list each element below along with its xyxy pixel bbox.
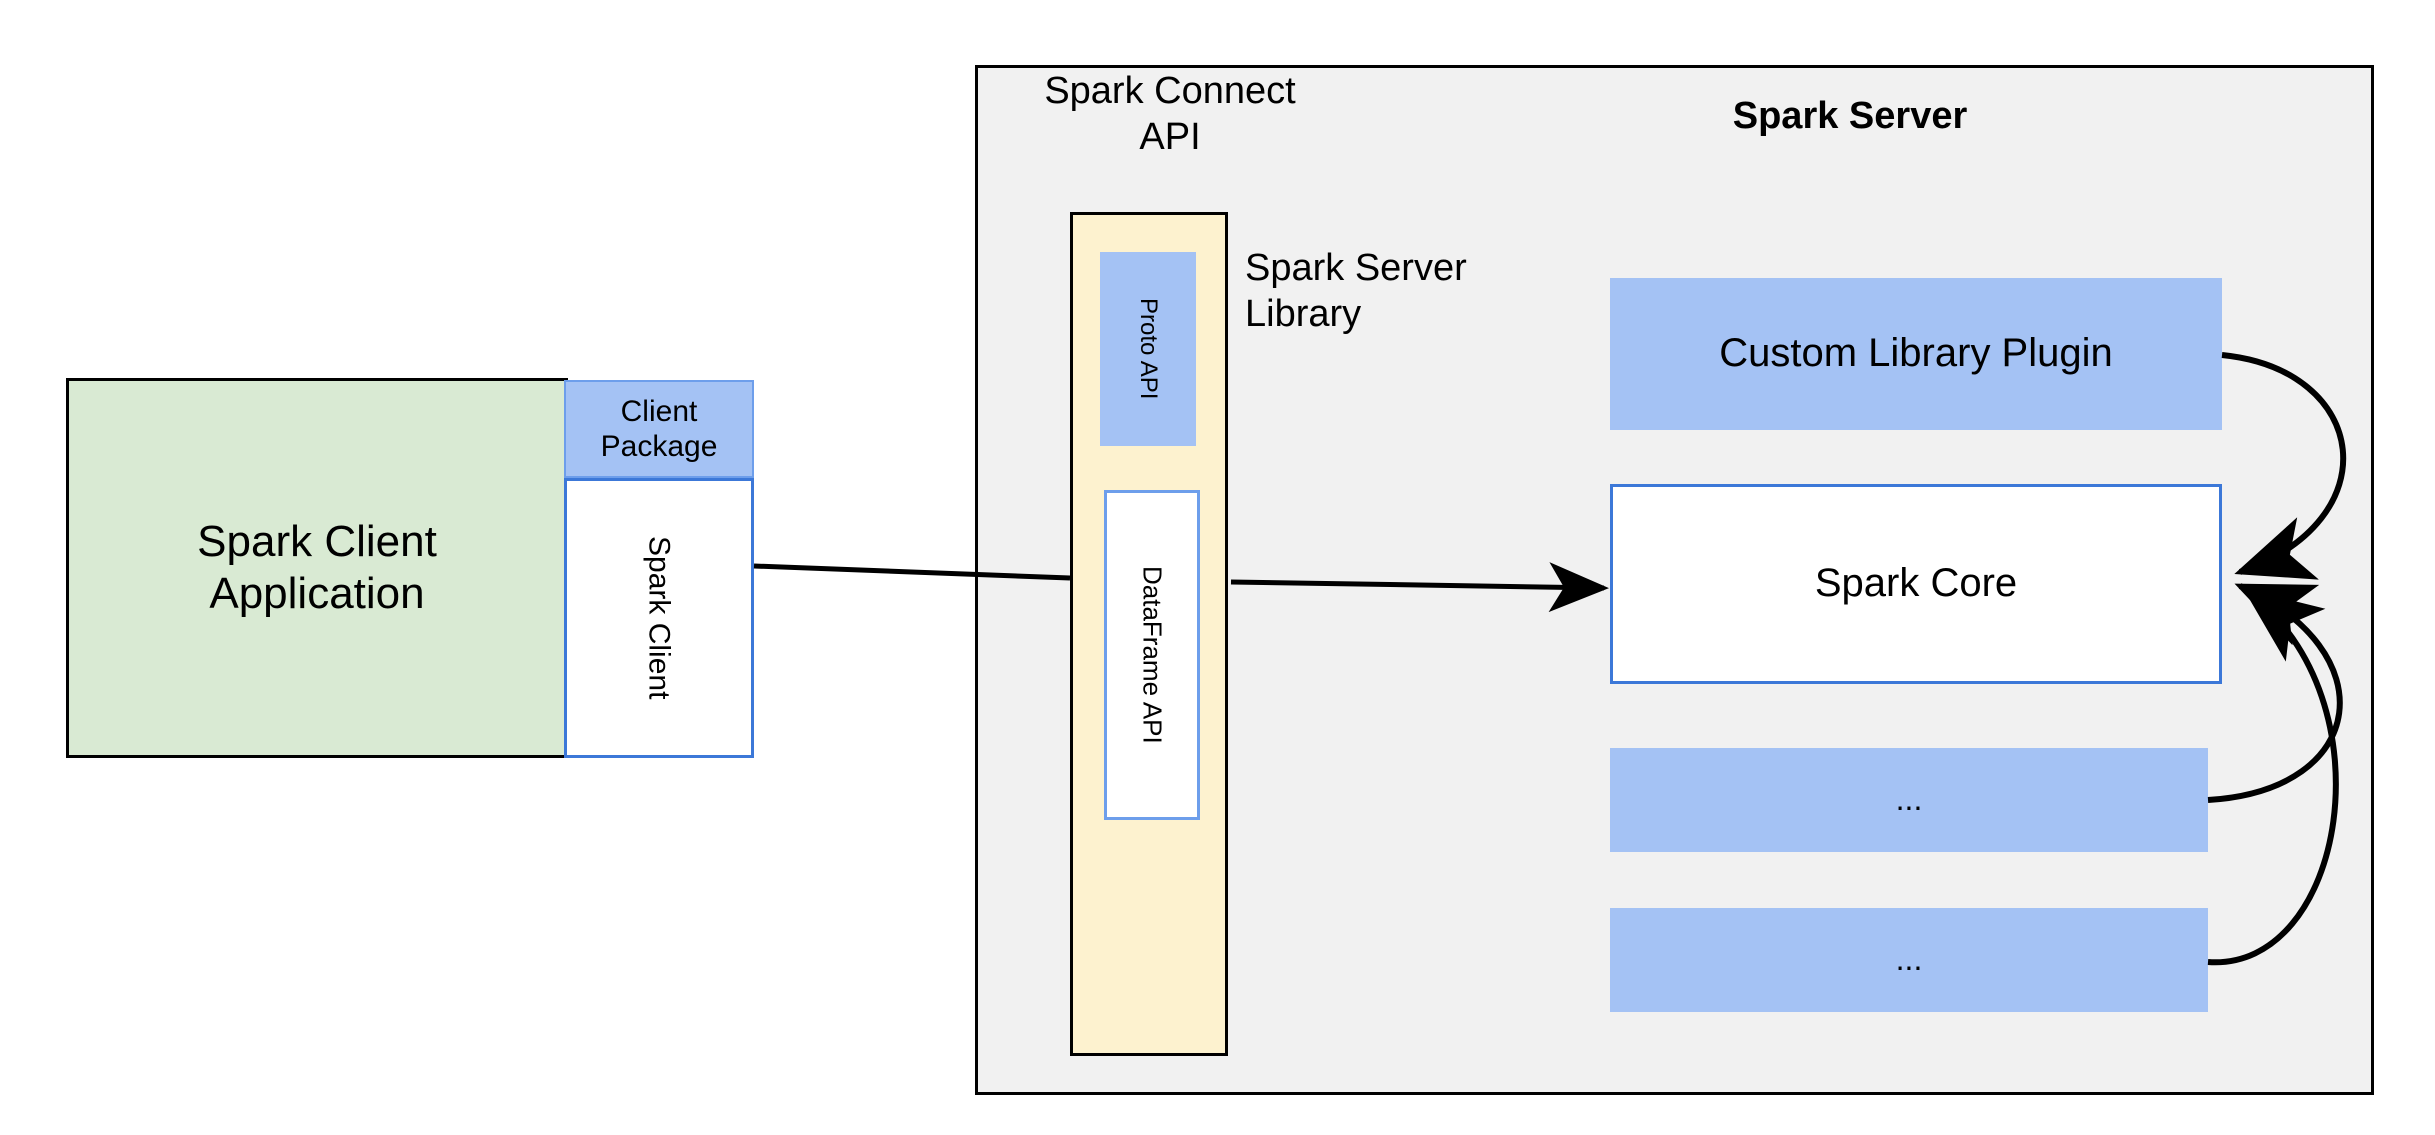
proto-api-label: Proto API	[1135, 298, 1163, 400]
spark-client-application-label: Spark Client Application	[197, 517, 437, 618]
spark-server-title: Spark Server	[1732, 94, 1968, 137]
client-package-header[interactable]: Client Package	[564, 380, 754, 478]
spark-connect-api-label: Spark Connect API	[1044, 69, 1296, 158]
custom-library-plugin-box[interactable]: Custom Library Plugin	[1610, 278, 2222, 430]
spark-server-library-label: Spark Server Library	[1245, 246, 1467, 335]
spark-client-application-box[interactable]: Spark Client Application	[66, 378, 568, 758]
custom-library-plugin-label: Custom Library Plugin	[1719, 331, 2113, 376]
ellipsis-label-2: ...	[1895, 941, 1923, 978]
dataframe-api-label: DataFrame API	[1137, 566, 1168, 744]
proto-api-box[interactable]: Proto API	[1100, 252, 1196, 446]
ellipsis-label-1: ...	[1895, 781, 1923, 818]
spark-core-label: Spark Core	[1814, 561, 2018, 606]
spark-client-label: Spark Client	[642, 536, 676, 700]
client-package-group: Client Package Spark Client	[564, 380, 754, 758]
ellipsis-box-1[interactable]: ...	[1610, 748, 2208, 852]
dataframe-api-box[interactable]: DataFrame API	[1104, 490, 1200, 820]
spark-client-box[interactable]: Spark Client	[564, 478, 754, 758]
spark-core-box[interactable]: Spark Core	[1610, 484, 2222, 684]
ellipsis-box-2[interactable]: ...	[1610, 908, 2208, 1012]
client-package-label: Client Package	[600, 394, 718, 463]
